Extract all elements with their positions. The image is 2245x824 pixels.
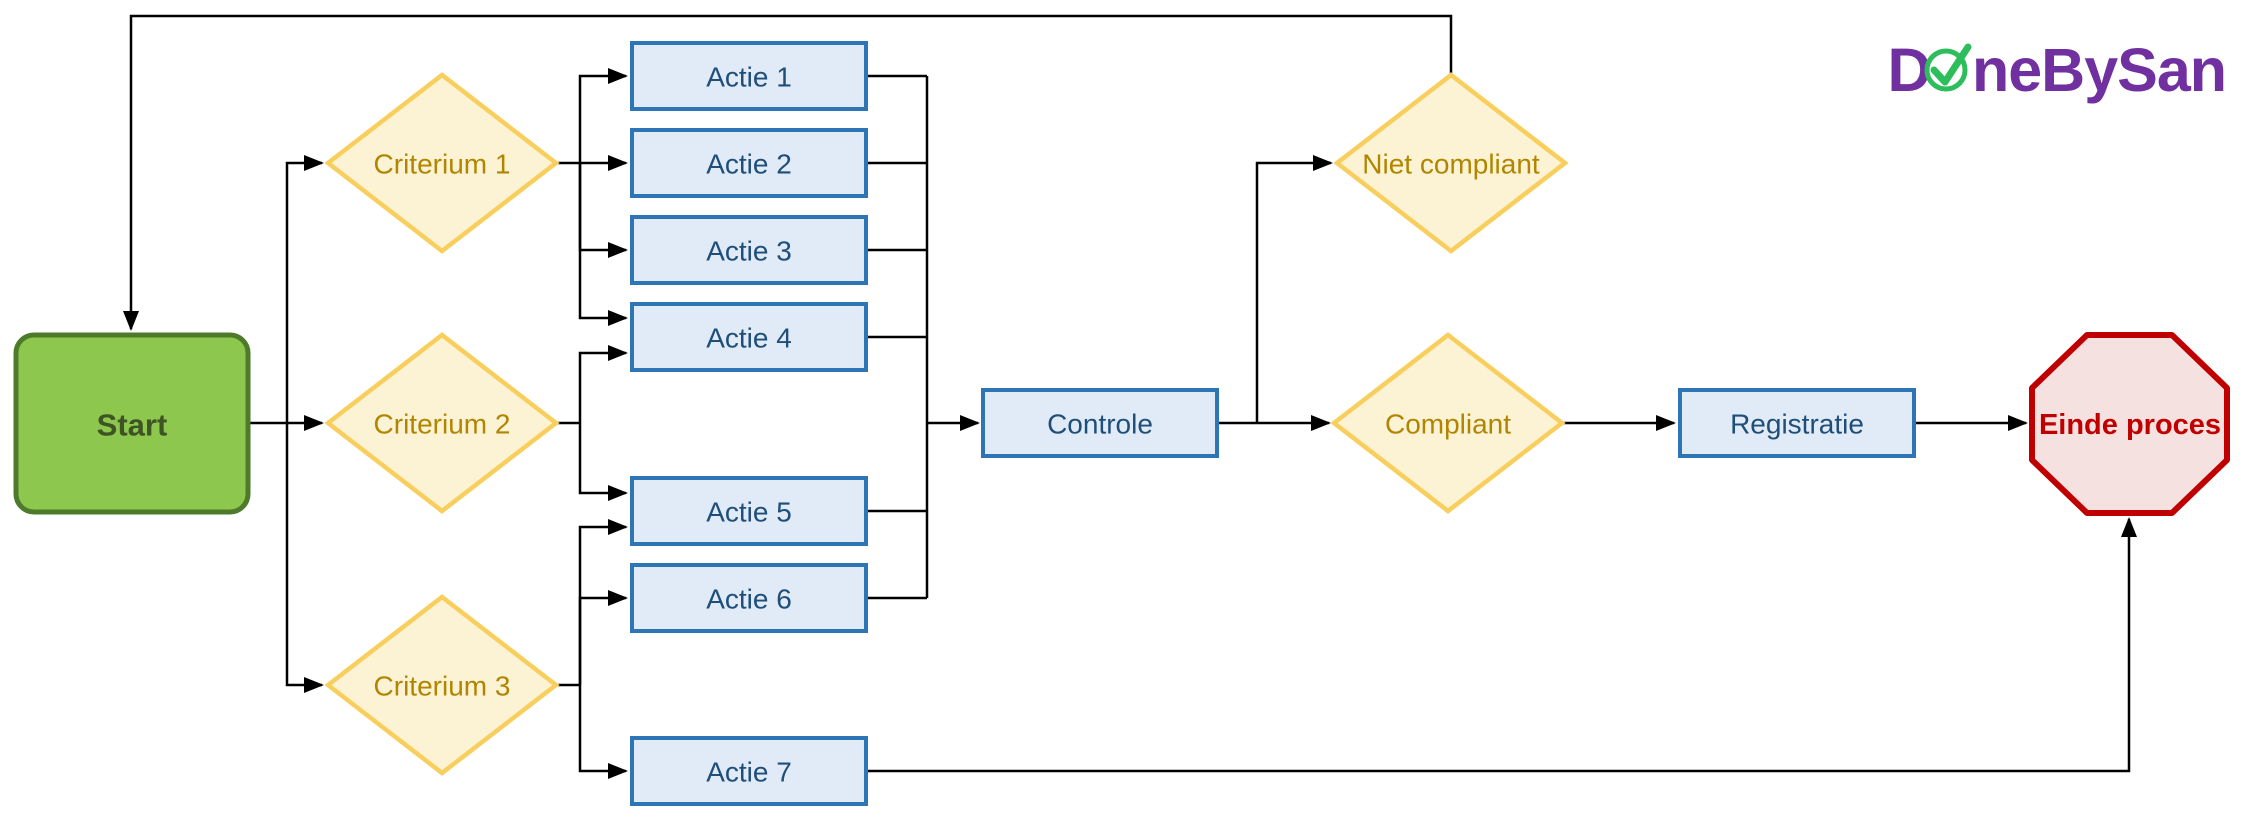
actie-5-label: Actie 5	[706, 497, 792, 528]
connector-actie-7-einde	[866, 517, 2137, 773]
einde-proces-shape	[2029, 332, 2230, 516]
node-niet-compliant: Niet compliant	[1333, 72, 1569, 254]
node-registratie: Registratie	[1678, 388, 1916, 458]
node-actie-5: Actie 5	[630, 476, 868, 546]
connector-criterium-3-actie-7	[578, 685, 628, 779]
compliant-shape	[1330, 332, 1566, 514]
actie-2-label: Actie 2	[706, 149, 792, 180]
registratie-shape	[1678, 388, 1916, 458]
node-criterium-1: Criterium 1	[324, 72, 560, 254]
node-criterium-3: Criterium 3	[324, 594, 560, 776]
connector-niet-compliant-start	[123, 14, 1453, 331]
criterium-2-label: Criterium 2	[374, 409, 511, 440]
check-circle-icon	[1924, 43, 1972, 92]
criterium-3-label: Criterium 3	[374, 671, 511, 702]
actie-3-label: Actie 3	[706, 236, 792, 267]
logo: D neBySan	[1887, 36, 2227, 104]
connectors	[123, 14, 2137, 779]
compliant-label: Compliant	[1385, 409, 1511, 440]
node-actie-4: Actie 4	[630, 302, 868, 372]
connector-start-criterium-1	[285, 155, 324, 423]
actie-2-shape	[630, 128, 868, 198]
criterium-2-shape	[324, 332, 560, 514]
controle-shape	[981, 388, 1219, 458]
connector-start-criterium-3	[285, 423, 324, 693]
node-actie-3: Actie 3	[630, 215, 868, 285]
actie-4-shape	[630, 302, 868, 372]
node-start: Start	[13, 332, 251, 515]
criterium-3-shape	[324, 594, 560, 776]
logo-suffix: neBySan	[1972, 36, 2226, 104]
niet-compliant-label: Niet compliant	[1362, 149, 1540, 180]
controle-label: Controle	[1047, 409, 1153, 440]
actie-6-shape	[630, 563, 868, 633]
node-actie-2: Actie 2	[630, 128, 868, 198]
actie-3-shape	[630, 215, 868, 285]
connector-controle-niet-compliant	[1255, 155, 1333, 423]
start-shape	[13, 332, 251, 515]
logo-prefix: D	[1887, 36, 1930, 104]
check-mark	[1930, 43, 1972, 86]
node-criterium-2: Criterium 2	[324, 332, 560, 514]
node-controle: Controle	[981, 388, 1219, 458]
actie-7-shape	[630, 736, 868, 806]
check-circle-ring	[1924, 48, 1968, 92]
criterium-1-label: Criterium 1	[374, 149, 511, 180]
connector-criterium-1-actie-1	[578, 68, 628, 163]
connector-criterium-1-actie-4	[578, 163, 628, 326]
start-label: Start	[97, 408, 168, 443]
connector-criterium-2-actie-5	[578, 423, 628, 501]
connector-criterium-3-actie-6	[578, 590, 628, 685]
actie-6-label: Actie 6	[706, 584, 792, 615]
node-actie-7: Actie 7	[630, 736, 868, 806]
actie-4-label: Actie 4	[706, 323, 792, 354]
actie-1-label: Actie 1	[706, 62, 792, 93]
connector-criterium-3-actie-5	[578, 519, 628, 685]
connector-criterium-2-actie-4	[578, 345, 628, 423]
actie-1-shape	[630, 41, 868, 111]
actie-7-label: Actie 7	[706, 757, 792, 788]
registratie-label: Registratie	[1730, 409, 1864, 440]
criterium-1-shape	[324, 72, 560, 254]
node-einde-proces: Einde proces	[2029, 332, 2230, 516]
node-actie-1: Actie 1	[630, 41, 868, 111]
actie-5-shape	[630, 476, 868, 546]
niet-compliant-shape	[1333, 72, 1569, 254]
node-actie-6: Actie 6	[630, 563, 868, 633]
node-compliant: Compliant	[1330, 332, 1566, 514]
connector-criterium-1-actie-3	[578, 163, 628, 258]
einde-proces-label: Einde proces	[2039, 409, 2221, 441]
